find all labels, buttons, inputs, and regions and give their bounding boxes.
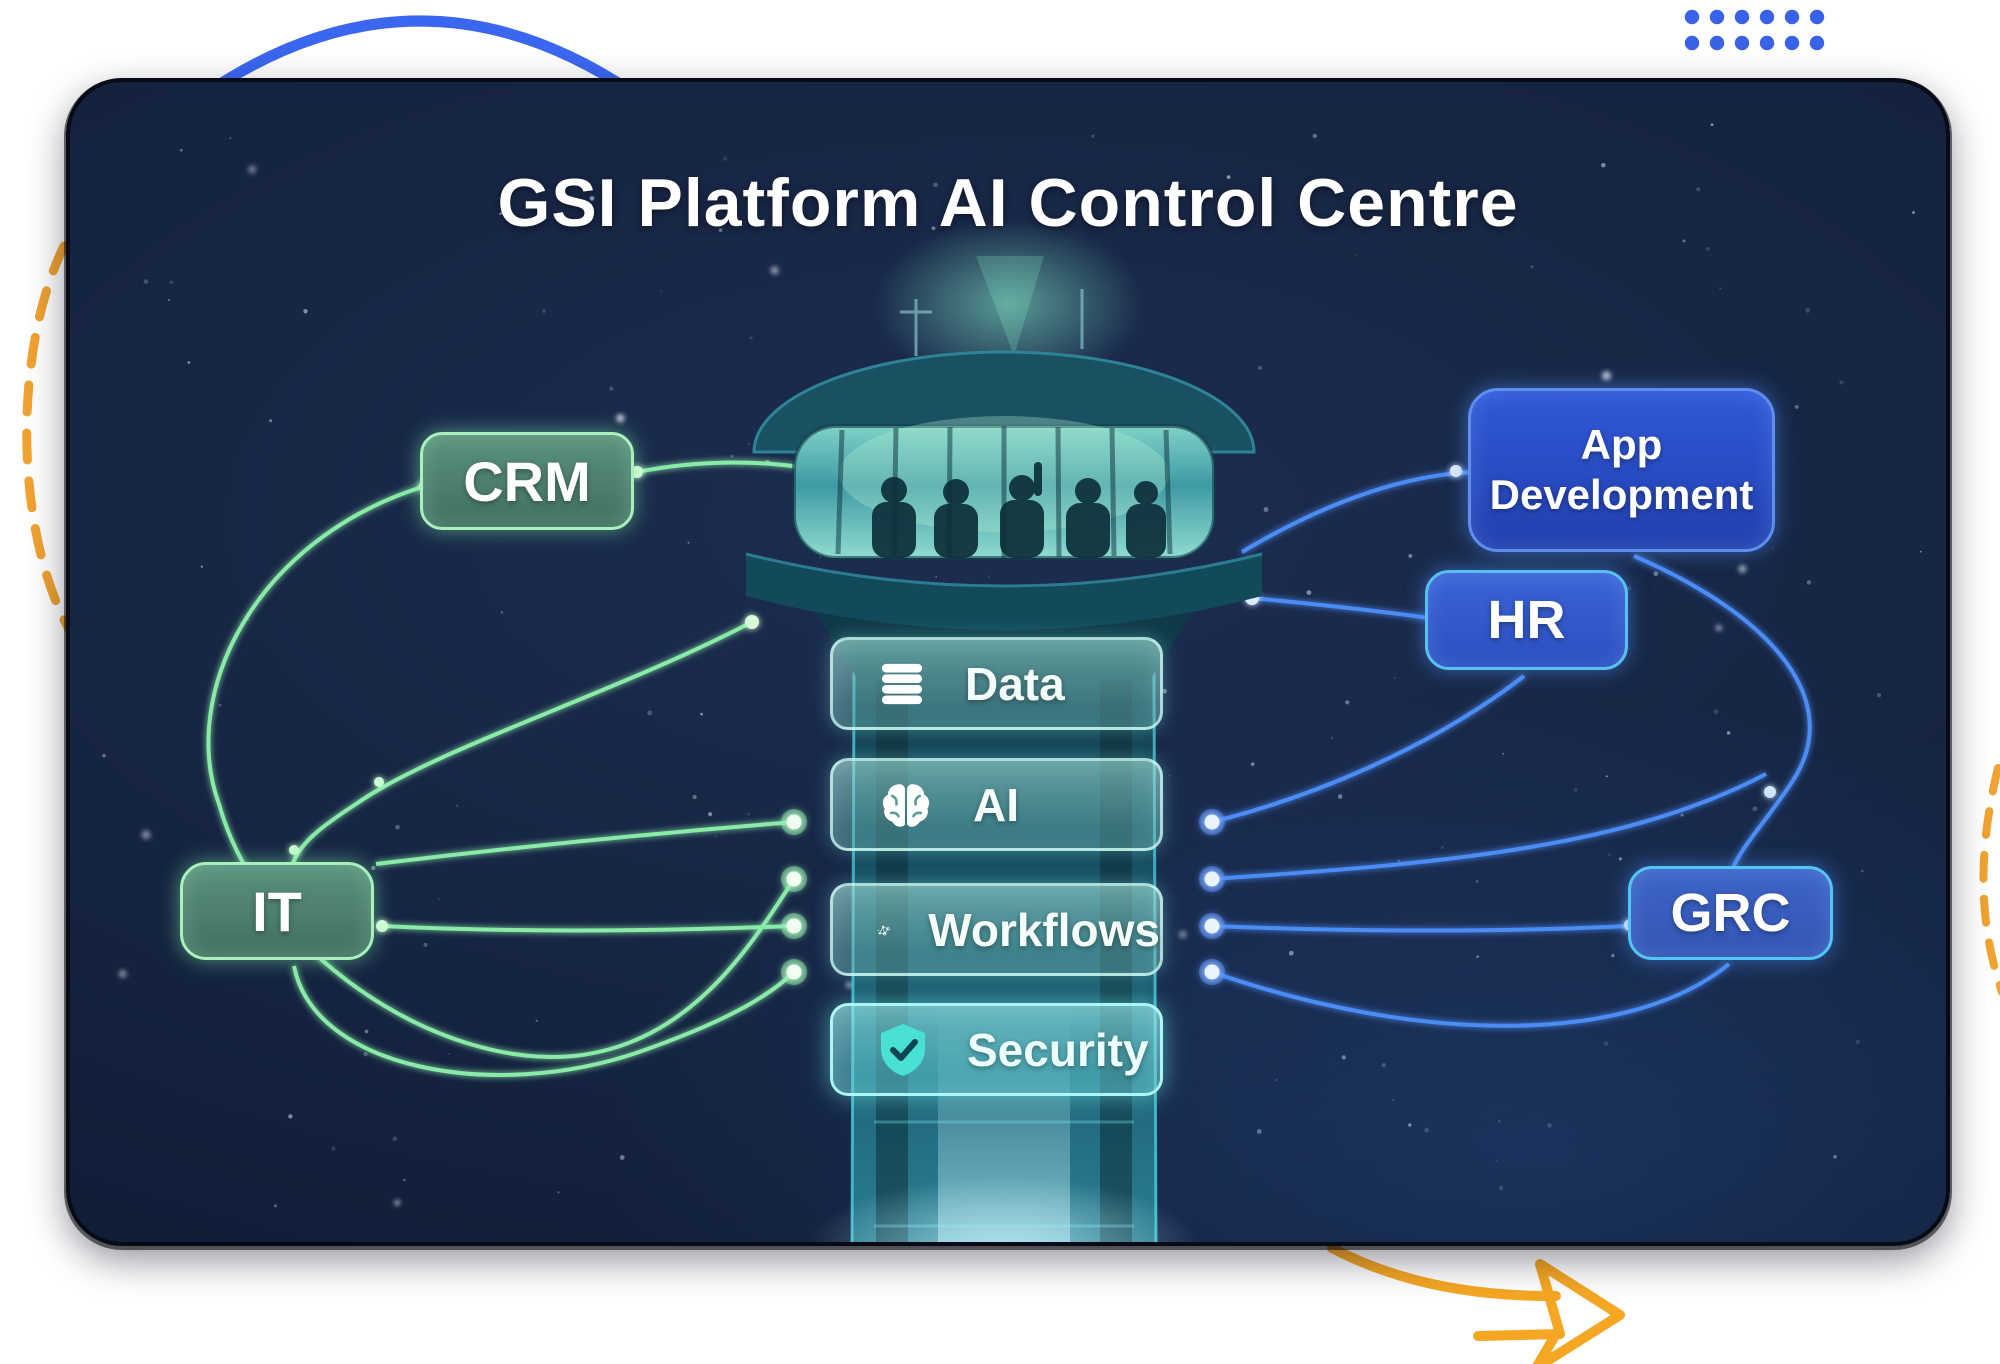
base-glow [809,1176,1199,1242]
antenna-icon [900,289,1084,356]
node-crm-label: CRM [463,449,591,513]
beacon-glow [874,219,1144,389]
module-ai: AI [830,758,1163,851]
blue-endpoint-dots [1199,809,1225,985]
workflow-icon [877,925,890,935]
node-it: IT [180,862,374,960]
node-hr: HR [1425,570,1628,670]
blue-dots-grid-icon [1684,9,1825,51]
orange-dashed-arc-icon [22,201,99,671]
connector-tower-grc-bottom [1211,962,1731,1028]
blue-arc-icon [199,15,641,100]
connector-crm-loop [206,484,796,1059]
node-crm: CRM [420,432,634,530]
module-ai-label: AI [973,778,1019,831]
node-hr-label: HR [1487,590,1566,650]
connector-it-tower [381,924,795,933]
orange-arrow-icon [1327,1243,1625,1364]
page-title: GSI Platform AI Control Centre [497,164,1519,241]
operator-silhouettes [872,462,1166,558]
node-grc: GRC [1628,866,1833,960]
blue-connectors [1211,470,1812,1028]
green-junction-dots [289,466,759,932]
node-app-development: App Development [1468,388,1775,552]
module-workflows: Workflows [830,883,1163,976]
green-endpoint-dots [781,809,807,985]
module-security-label: Security [967,1023,1149,1076]
connector-tower-appdev [1240,470,1473,554]
connector-appdev-grc [1633,554,1812,871]
connector-it-top-tower [375,820,795,866]
shield-check-icon [881,1023,925,1076]
database-icon [881,663,923,704]
module-data: Data [830,637,1163,730]
node-app-development-label: App Development [1489,421,1754,518]
connector-grc-tower [1211,924,1631,933]
module-data-label: Data [965,657,1065,710]
connector-tower-hr [1251,596,1430,620]
module-workflows-label: Workflows [928,903,1160,956]
node-grc-label: GRC [1670,883,1791,943]
glass-mullions [835,426,1173,558]
brain-icon [882,783,930,827]
beacon-cone [976,256,1044,356]
connector-it-loop [292,965,796,1077]
connector-hr-tower [1211,674,1526,824]
tower-balcony [746,554,1262,630]
connector-tower-it [290,620,753,867]
orange-dashed-arc-right-icon [1979,764,2000,996]
connector-tower-sweep [1211,772,1767,881]
green-connectors [206,460,974,1077]
module-security: Security [830,1003,1163,1096]
node-it-label: IT [252,879,302,943]
